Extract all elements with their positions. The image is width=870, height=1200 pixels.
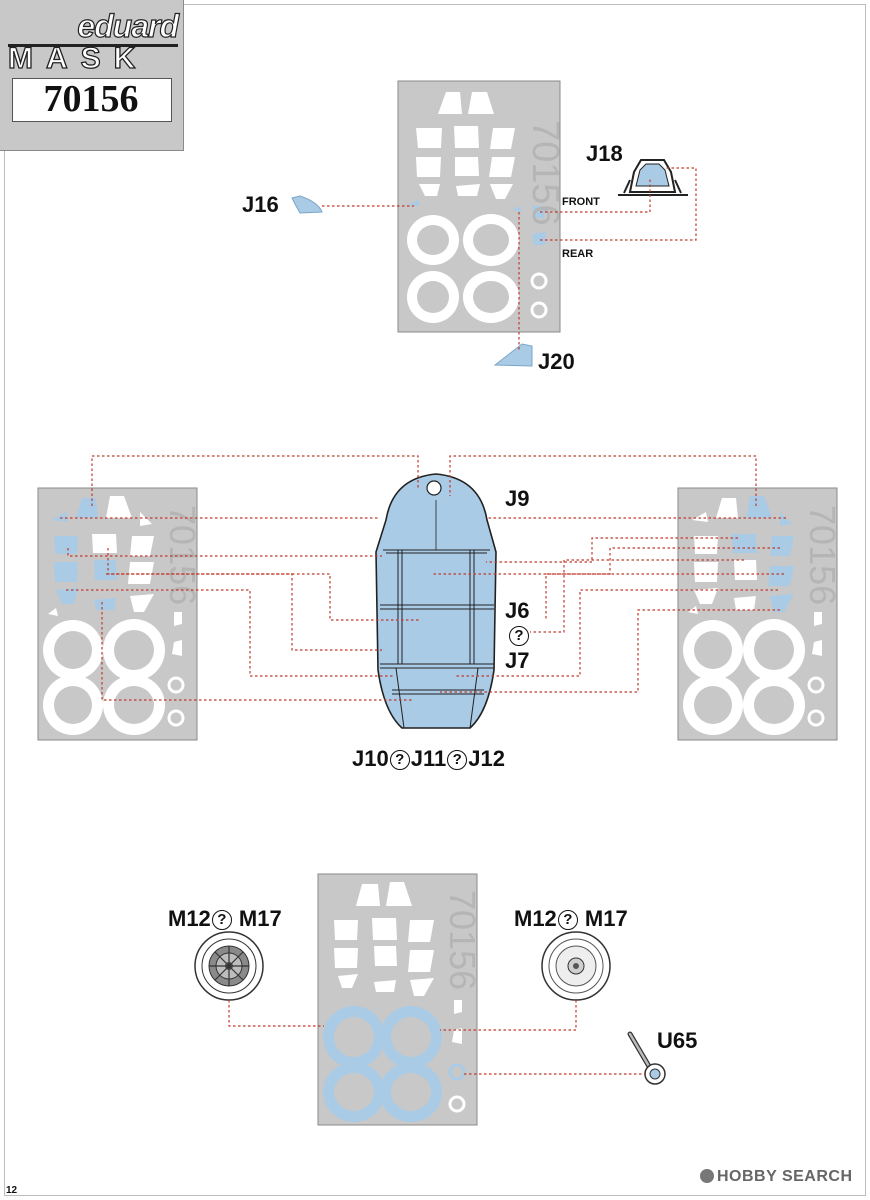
u65-tailwheel-diagram — [627, 1031, 666, 1085]
page-number: 12 — [6, 1185, 18, 1196]
mask-sheet-top: 70156 — [397, 80, 566, 333]
mask-sheet-left: 70156 — [37, 487, 203, 741]
label-rear: REAR — [562, 248, 594, 260]
j20-mask-piece — [493, 343, 533, 367]
sheet-code-right: 70156 — [802, 505, 843, 605]
label-j11: J11 — [410, 746, 447, 771]
label-front: FRONT — [562, 196, 600, 208]
label-j20: J20 — [538, 349, 575, 374]
label-j9: J9 — [505, 486, 530, 511]
sheet-code-bottom: 70156 — [442, 890, 483, 990]
or-mark: ? — [389, 750, 410, 770]
wheel-right-diagram — [541, 931, 611, 1001]
wheel-left-diagram — [194, 931, 264, 1001]
sheet-code-top: 70156 — [524, 120, 566, 226]
sheet-code-left: 70156 — [162, 505, 203, 605]
label-u65: U65 — [657, 1028, 698, 1053]
or-mark: ? — [447, 750, 468, 770]
label-m12: M12 — [514, 906, 557, 931]
label-j10: J10 — [352, 746, 389, 771]
label-j10-j11-j12: J10?J11?J12 — [352, 746, 505, 772]
logo-bar — [8, 44, 178, 47]
label-j12: J12 — [468, 746, 505, 771]
label-j7: J7 — [505, 648, 530, 673]
watermark-text: HOBBY SEARCH — [717, 1168, 853, 1185]
logo-code: 70156 — [43, 78, 139, 120]
label-m12: M12 — [168, 906, 211, 931]
label-m12-m17-right: M12? M17 — [514, 906, 628, 932]
j16-mask-piece — [291, 195, 323, 214]
label-j16: J16 — [242, 192, 279, 217]
mask-sheet-right: 70156 — [677, 487, 843, 741]
eduard-mask-logo: eduard MASK 70156 — [0, 0, 184, 151]
label-m17: M17 — [238, 906, 282, 931]
logo-code-box — [12, 78, 172, 122]
watermark: HOBBY SEARCH — [700, 1168, 853, 1186]
label-m17: M17 — [584, 906, 628, 931]
leader-lines — [60, 167, 786, 1075]
canopy-diagram — [375, 473, 497, 729]
j18-canopy-diagram — [618, 159, 688, 196]
label-j6: J6 — [505, 598, 530, 623]
or-mark: ? — [557, 910, 578, 930]
or-mark-j6-j7: ? — [508, 622, 530, 648]
mask-sheet-bottom: 70156 — [317, 873, 483, 1126]
logo-type: MASK — [7, 42, 149, 75]
label-m12-m17-left: M12? M17 — [168, 906, 282, 932]
hobby-search-icon — [700, 1169, 714, 1183]
logo-brand: eduard — [77, 7, 180, 44]
page-frame — [4, 4, 866, 1196]
label-j18: J18 — [586, 141, 623, 166]
or-mark: ? — [211, 910, 232, 930]
